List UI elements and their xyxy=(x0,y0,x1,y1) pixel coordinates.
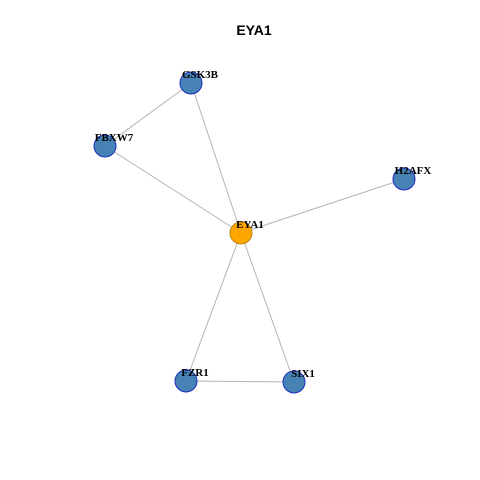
node-label-eya1: EYA1 xyxy=(236,219,264,231)
node-label-h2afx: H2AFX xyxy=(395,165,432,177)
node-fbxw7: FBXW7 xyxy=(93,132,134,158)
edge-h2afx-eya1 xyxy=(240,178,405,234)
node-label-gsk3b: GSK3B xyxy=(182,69,219,81)
node-label-fzr1: FZR1 xyxy=(181,367,209,379)
edge-eya1-six1 xyxy=(240,232,295,383)
node-circle-eya1 xyxy=(229,221,253,245)
edge-gsk3b-eya1 xyxy=(190,82,242,234)
edge-layer xyxy=(104,82,405,383)
node-circle-h2afx xyxy=(392,167,416,191)
node-eya1: EYA1 xyxy=(229,219,264,245)
node-gsk3b: GSK3B xyxy=(179,69,219,95)
edge-fbxw7-eya1 xyxy=(104,145,242,234)
edge-eya1-fzr1 xyxy=(185,232,242,382)
node-label-six1: SIX1 xyxy=(291,368,315,380)
node-circle-fzr1 xyxy=(174,369,198,393)
node-circle-six1 xyxy=(282,370,306,394)
node-circle-gsk3b xyxy=(179,71,203,95)
diagram-title: EYA1 xyxy=(236,22,272,38)
node-six1: SIX1 xyxy=(282,368,315,394)
edge-gsk3b-fbxw7 xyxy=(104,82,192,147)
node-circle-fbxw7 xyxy=(93,134,117,158)
node-label-fbxw7: FBXW7 xyxy=(95,132,134,144)
node-fzr1: FZR1 xyxy=(174,367,209,393)
node-h2afx: H2AFX xyxy=(392,165,432,191)
edge-fzr1-six1 xyxy=(185,380,295,383)
